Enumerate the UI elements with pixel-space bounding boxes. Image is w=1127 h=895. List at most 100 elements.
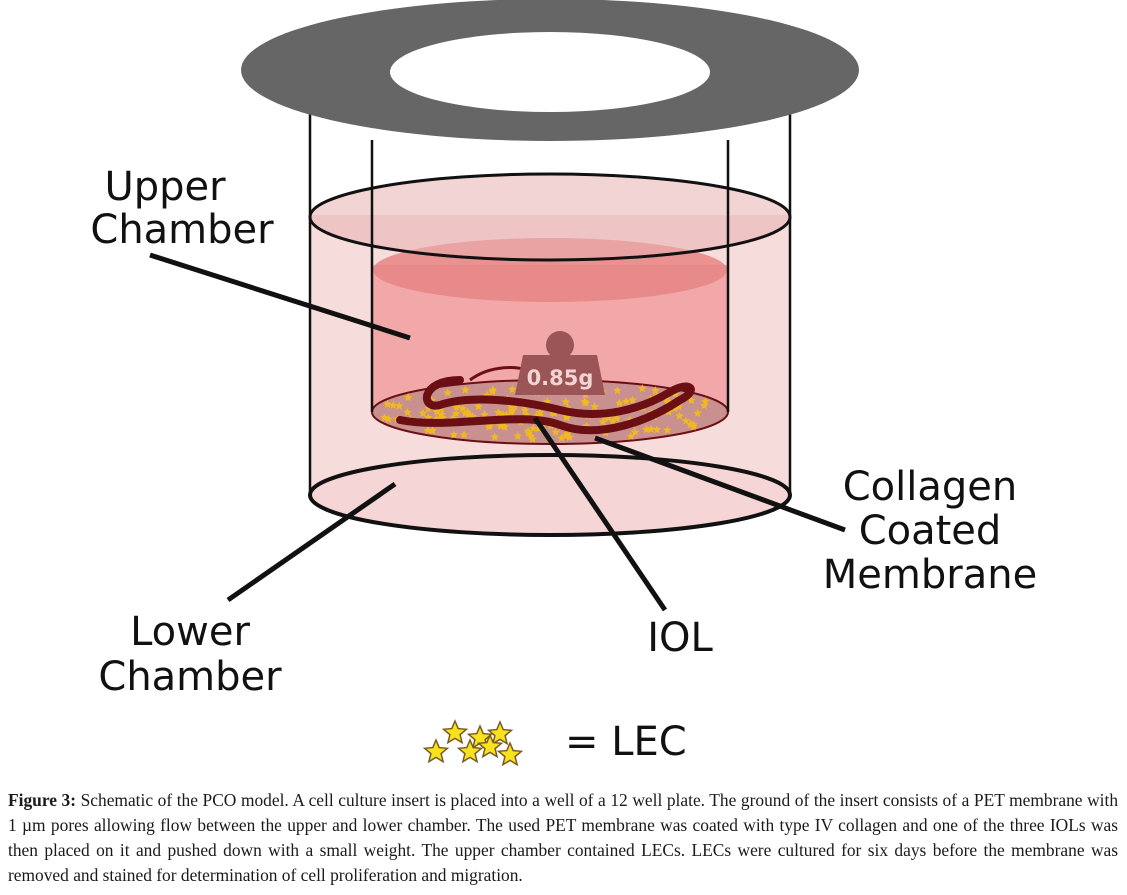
pco-model-diagram: 0.85g Upper Chamber Lower Chamber IOL Co… [90,0,1037,767]
lec-cell [598,417,608,426]
upper-chamber-label-line2: Chamber [90,207,274,253]
lec-cell [458,404,467,413]
upper-chamber-leader [149,252,411,341]
figure-caption: Figure 3: Schematic of the PCO model. A … [8,788,1118,888]
lec-cell [562,429,572,438]
lec-cell [615,398,624,407]
lec-cell [507,385,517,394]
lec-cell [663,425,672,434]
lec-cell [543,397,552,406]
lec-cell [550,408,559,417]
lec-cell [464,410,474,419]
membrane-label-line2: Coated [859,508,1002,554]
lec-cell [432,407,441,416]
well-top-rim [308,172,792,262]
lec-cell [535,407,545,417]
lec-cell [452,402,461,411]
lec-cell [561,397,571,406]
lec-cell [437,410,446,419]
iol-leader [532,416,668,612]
lec-cell [524,428,533,437]
legend-star [476,733,504,759]
membrane-label-line3: Membrane [823,552,1037,598]
lec-cell [480,410,489,419]
rim-opening [390,32,710,112]
lec-cell [380,413,389,422]
lec-cell [630,427,640,436]
lec-cell [496,421,505,430]
lec-cell [423,425,433,434]
iol-label: IOL [647,615,713,661]
lec-cell [449,430,459,439]
lec-cell [686,419,696,428]
lec-cell [638,384,647,393]
lec-cell [384,414,393,423]
lec-cell [701,397,710,406]
lec-cell [693,408,702,417]
lec-cell [621,396,631,405]
lec-cell [529,423,538,432]
lec-cell [424,404,433,413]
lec-cell [652,425,662,434]
caption-label: Figure 3: [8,790,77,810]
weight-body [515,355,605,395]
lec-cell [513,431,522,440]
lec-cell [461,408,470,417]
lec-cell [395,401,404,410]
lec-cell [443,388,452,397]
lec-cell [642,424,651,433]
lower-chamber-leader [226,481,397,603]
lec-cell [520,406,530,415]
lec-cell [474,402,483,411]
lec-cell [485,420,495,429]
lec-cell [681,416,691,425]
lec-cell [389,400,398,409]
lec-cell [528,434,537,443]
lec-cell [506,401,516,410]
lec-cell [561,412,571,421]
star-cluster-icon [422,719,524,767]
lec-cell [671,389,680,398]
iol-haptic [396,376,695,435]
lec-cell [646,424,656,433]
lec-cell [459,430,469,439]
legend-star [486,720,514,746]
lec-cell [590,402,599,411]
lec-cell [403,393,413,402]
lec-cell [484,422,493,431]
lec-cell [626,431,636,440]
lec-cell [651,386,660,395]
lec-cell [612,414,622,423]
lec-cell [451,409,461,418]
lec-cell [535,411,545,420]
lec-cell [493,408,503,417]
legend-star [456,738,484,764]
lec-cell [687,396,696,405]
weight-label: 0.85g [527,366,594,390]
lec-cell [418,408,428,417]
membrane-leader [594,435,846,533]
lower-chamber-label-line1: Lower [130,609,250,655]
upper-chamber-label-line1: Upper [104,164,226,210]
legend: = LEC [422,719,687,767]
legend-star [496,741,524,767]
lec-cell [674,402,684,411]
lec-cell [675,411,684,420]
lec-cell [488,385,498,394]
legend-star [441,719,469,745]
lec-cell [551,427,560,436]
legend-text: = LEC [565,719,687,765]
lec-cell [557,433,566,442]
lec-cell [403,407,412,416]
legend-star [422,738,450,764]
lec-cell [508,405,517,414]
lec-cell [628,395,637,404]
lec-cell [699,401,709,410]
collagen-coated-membrane: 0.85g [371,331,729,445]
lec-cell [608,416,618,425]
lec-cell [461,385,470,394]
caption-text: Schematic of the PCO model. A cell cultu… [8,790,1119,885]
insert-rim [241,0,859,141]
lec-cell [428,426,437,435]
lower-chamber-label-line2: Chamber [98,654,282,700]
